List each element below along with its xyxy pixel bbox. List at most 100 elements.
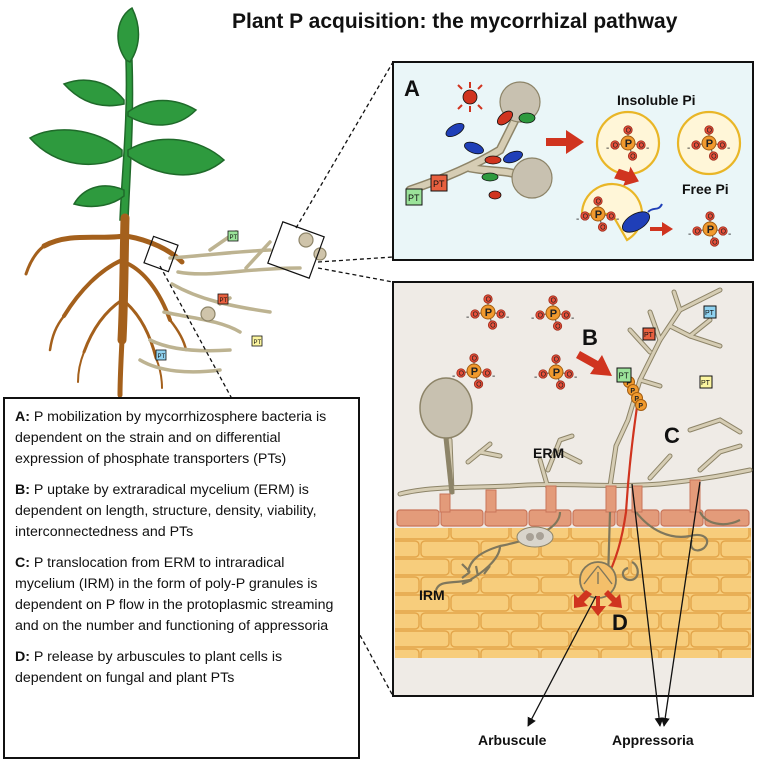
oxygen-symbol: O	[694, 143, 700, 150]
oxygen-atom	[482, 368, 492, 378]
oxygen-atom	[704, 125, 714, 135]
oxygen-symbol: O	[490, 323, 496, 330]
svg-text:PT: PT	[230, 235, 238, 241]
oxygen-atom	[487, 320, 498, 330]
irm-label: IRM	[419, 587, 445, 603]
legend-box: A: P mobilization by mycorrhizosphere ba…	[3, 397, 360, 759]
phosphorus-symbol: P	[595, 209, 602, 221]
oxygen-symbol: O	[695, 229, 701, 236]
oxygen-symbol: O	[626, 128, 632, 135]
zoom-box-small	[143, 235, 179, 273]
oxygen-atom	[580, 211, 590, 221]
erm-label: ERM	[533, 445, 564, 461]
oxygen-atom	[717, 140, 727, 150]
svg-text:PT: PT	[158, 354, 166, 360]
oxygen-symbol: O	[567, 372, 573, 379]
arbuscule-callout: Arbuscule	[478, 732, 547, 748]
erm-spore	[419, 377, 473, 495]
phosphorus-atom	[466, 363, 482, 379]
appressoria-callout: Appressoria	[612, 732, 694, 748]
oxygen-symbol: O	[473, 312, 479, 319]
plant: PT PT PT PT	[24, 6, 327, 407]
phosphorus-symbol: P	[707, 224, 714, 236]
legend-item-b: B: P uptake by extraradical mycelium (ER…	[15, 482, 317, 540]
charge-symbol: -	[506, 312, 509, 323]
oxygen-symbol: O	[485, 371, 491, 378]
polyp-flow-line	[599, 399, 640, 591]
panel-a: A PT	[392, 61, 754, 261]
oxygen-symbol: O	[613, 143, 619, 150]
phosphorus-atom	[545, 305, 561, 321]
root-hyphae	[138, 230, 302, 374]
svg-text:PT: PT	[254, 340, 262, 346]
charge-symbol: -	[492, 371, 495, 382]
oxygen-atom	[623, 125, 633, 135]
charge-symbol: -	[466, 312, 469, 323]
oxygen-atom	[548, 295, 558, 305]
oxygen-atom	[606, 211, 616, 221]
oxygen-atom	[535, 310, 545, 320]
polyp-granule	[635, 399, 647, 411]
oxygen-symbol: O	[459, 371, 465, 378]
panel-d-letter: D	[612, 610, 628, 635]
svg-text:PT: PT	[644, 332, 654, 339]
phosphorus-atom	[620, 135, 636, 151]
oxygen-atom	[636, 140, 646, 150]
oxygen-symbol: O	[712, 240, 718, 247]
oxygen-atom	[708, 151, 719, 161]
charge-symbol: -	[452, 371, 455, 382]
legend-item-d: D: P release by arbuscules to plant cell…	[15, 649, 283, 686]
oxygen-atom	[705, 211, 715, 221]
oxygen-atom	[627, 151, 638, 161]
phosphorus-symbol: P	[471, 366, 478, 378]
legend-item-a: A: P mobilization by mycorrhizosphere ba…	[15, 409, 327, 467]
oxygen-atom	[718, 226, 728, 236]
oxygen-symbol: O	[720, 143, 726, 150]
svg-text:PT: PT	[220, 298, 228, 304]
oxygen-atom	[610, 140, 620, 150]
phosphorus-atom	[548, 364, 564, 380]
oxygen-symbol: O	[476, 382, 482, 389]
irm-hyphae	[434, 511, 741, 591]
oxygen-atom	[469, 353, 479, 363]
panel-c-letter: C	[664, 423, 680, 448]
charge-symbol: -	[616, 214, 619, 225]
oxygen-symbol: O	[711, 154, 717, 161]
oxygen-symbol: O	[541, 372, 547, 379]
charge-symbol: -	[574, 372, 577, 383]
oxygen-atom	[692, 226, 702, 236]
phosphorus-symbol: P	[550, 308, 557, 320]
oxygen-atom	[561, 310, 571, 320]
oxygen-atom	[709, 237, 720, 247]
charge-symbol: -	[687, 143, 690, 154]
phosphorus-symbol: P	[638, 403, 643, 410]
panel-b-letter: B	[582, 325, 598, 350]
oxygen-symbol: O	[486, 297, 492, 304]
svg-text:PT: PT	[433, 179, 445, 189]
panel-b-pt-tags: PT PT PT PT	[616, 305, 717, 389]
oxygen-atom	[597, 222, 608, 232]
oxygen-symbol: O	[551, 298, 557, 305]
oxygen-atom	[555, 380, 566, 390]
charge-symbol: -	[606, 143, 609, 154]
charge-symbol: -	[688, 229, 691, 240]
oxygen-symbol: O	[554, 357, 560, 364]
oxygen-symbol: O	[558, 383, 564, 390]
arbuscule-release-arrows	[574, 590, 622, 616]
svg-text:PT: PT	[619, 372, 629, 381]
oxygen-symbol: O	[583, 214, 589, 221]
svg-text:PT: PT	[408, 193, 420, 203]
free-pi-label: Free Pi	[682, 181, 729, 197]
oxygen-symbol: O	[472, 356, 478, 363]
callout-arrows	[527, 481, 701, 727]
oxygen-symbol: O	[596, 199, 602, 206]
plant-shoot	[28, 6, 226, 221]
bacteria	[445, 82, 536, 200]
